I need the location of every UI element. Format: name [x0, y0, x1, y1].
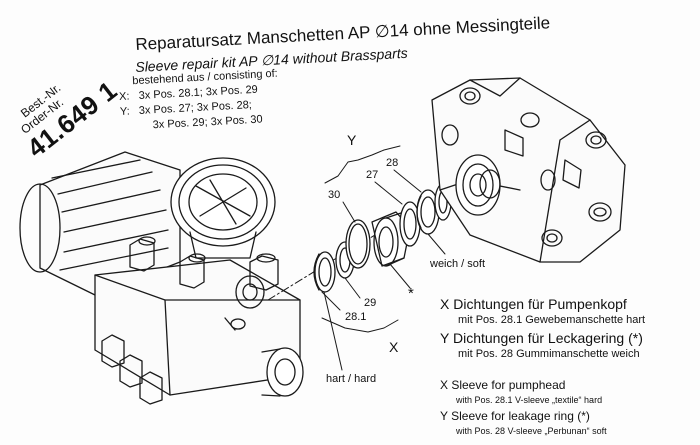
- legend-x-german-sub: mit Pos. 28.1 Gewebemanschette hart: [458, 314, 646, 326]
- legend-x-german: X Dichtungen für Pumpenkopf: [440, 296, 627, 312]
- hard-label: hart / hard: [326, 373, 377, 385]
- part-label-27: 27: [366, 169, 379, 181]
- legend-y-english-sub: with Pos. 28 V-sleeve „Perbunan“ soft: [456, 426, 607, 436]
- leakage-ring-star: *: [408, 285, 414, 302]
- part-label-30: 30: [328, 189, 341, 201]
- pump-body-drawing: [19, 151, 304, 405]
- legend-y-english: Y Sleeve for leakage ring (*): [440, 409, 590, 423]
- legend: X Dichtungen für Pumpenkopf mit Pos. 28.…: [440, 296, 695, 436]
- legend-y-german-sub: mit Pos. 28 Gummimanschette weich: [458, 348, 640, 360]
- legend-x-english: X Sleeve for pumphead: [440, 378, 566, 392]
- pump-head-drawing: [431, 77, 626, 263]
- callout-lines: [321, 145, 446, 371]
- legend-y-german: Y Dichtungen für Leckagering (*): [440, 330, 643, 346]
- group-label-y: Y: [347, 132, 357, 148]
- soft-label: weich / soft: [430, 258, 486, 270]
- seal-rings-drawing: [313, 183, 452, 293]
- part-label-28-1: 28.1: [345, 311, 367, 323]
- group-label-x: X: [389, 339, 399, 355]
- kit-contents: bestehend aus / consisting of: X: 3x Pos…: [118, 67, 280, 135]
- part-label-29: 29: [364, 297, 377, 309]
- part-label-28: 28: [386, 157, 399, 169]
- legend-x-english-sub: with Pos. 28.1 V-sleeve „textile“ hard: [456, 395, 603, 405]
